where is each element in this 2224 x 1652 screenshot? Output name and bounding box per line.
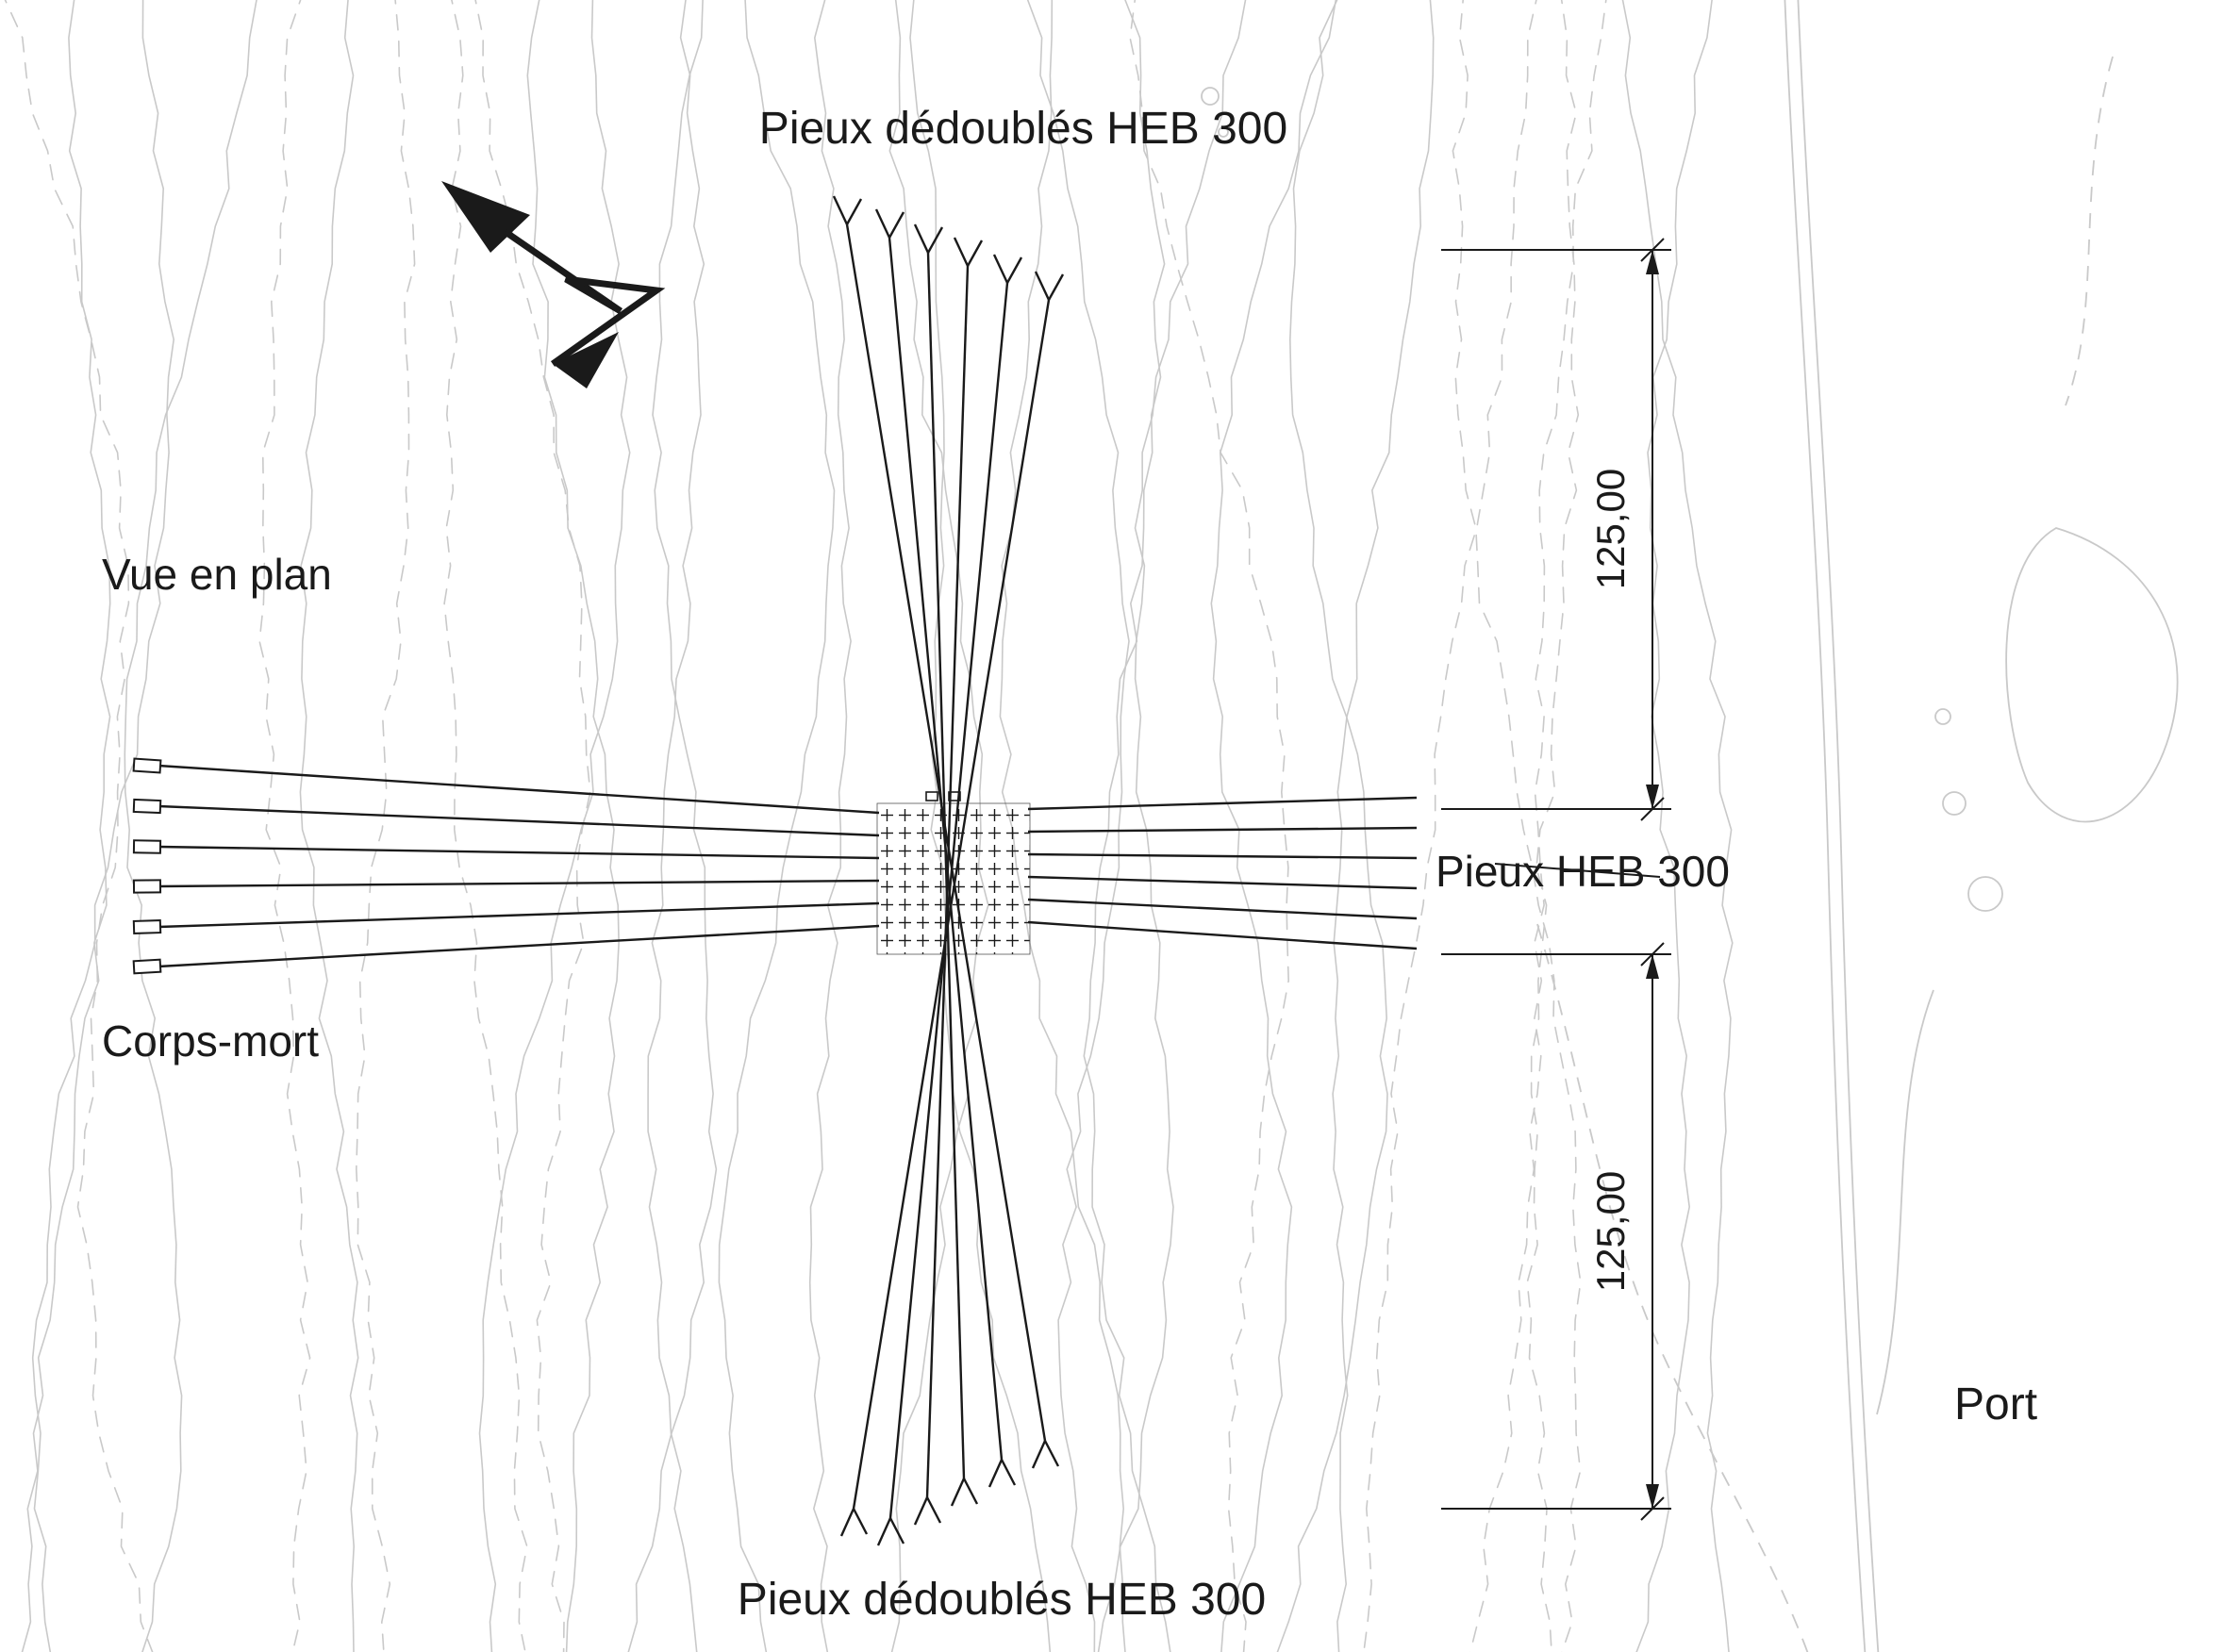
dimension-lines <box>1441 238 1671 1521</box>
label-piles-doubled-top: Pieux dédoublés HEB 300 <box>759 104 1287 154</box>
shoreline-and-road <box>1201 0 2179 1652</box>
label-piles-doubled-bottom: Pieux dédoublés HEB 300 <box>738 1575 1266 1625</box>
pile-structure <box>132 195 1661 1546</box>
dimension-value-upper: 125,00 <box>1588 469 1633 589</box>
text-labels: Pieux dédoublés HEB 300 Vue en plan Corp… <box>102 104 2037 1625</box>
label-piles-right: Pieux HEB 300 <box>1436 847 1730 896</box>
label-view-title: Vue en plan <box>102 550 332 599</box>
label-deadman: Corps-mort <box>102 1016 319 1066</box>
label-port: Port <box>1954 1379 2037 1429</box>
dimension-value-lower: 125,00 <box>1588 1171 1633 1292</box>
terrain-contour-lines <box>4 0 1734 1652</box>
north-arrow-icon <box>441 181 666 388</box>
